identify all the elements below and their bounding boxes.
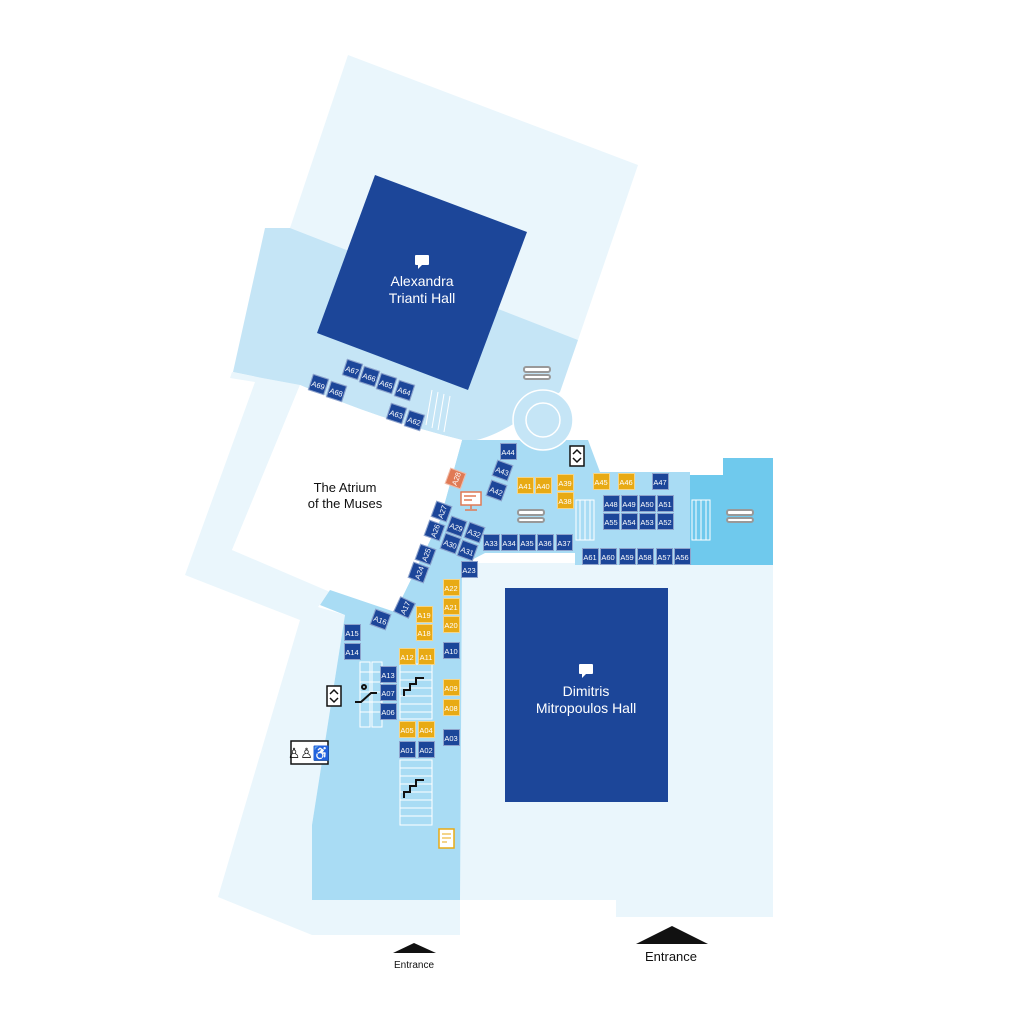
booth-a60[interactable]: A60 <box>599 547 617 565</box>
entrance-east-label[interactable]: Entrance <box>644 949 698 964</box>
booth-a39[interactable]: A39 <box>556 473 574 491</box>
booth-a36[interactable]: A36 <box>536 533 554 551</box>
alexandra-trianti-hall-block <box>317 175 527 390</box>
booth-a18[interactable]: A18 <box>415 623 433 641</box>
booth-a48[interactable]: A48 <box>602 494 620 512</box>
registration-icon <box>438 828 455 849</box>
entrance-arrow-west <box>393 943 436 953</box>
booth-a08[interactable]: A08 <box>442 698 460 716</box>
booth-a21[interactable]: A21 <box>442 597 460 615</box>
booth-a38[interactable]: A38 <box>556 491 574 509</box>
booth-a52[interactable]: A52 <box>656 512 674 530</box>
booth-a19[interactable]: A19 <box>415 605 433 623</box>
booth-a49[interactable]: A49 <box>620 494 638 512</box>
booth-a37[interactable]: A37 <box>555 533 573 551</box>
booth-a02[interactable]: A02 <box>417 740 435 758</box>
booth-a06[interactable]: A06 <box>379 702 397 720</box>
rotunda-inner <box>525 402 561 438</box>
booth-a47[interactable]: A47 <box>651 472 669 490</box>
alexandra-trianti-hall[interactable]: Alexandra Trianti Hall <box>389 273 455 307</box>
booth-a41[interactable]: A41 <box>516 476 534 494</box>
booth-a14[interactable]: A14 <box>343 642 361 660</box>
elevator-icon <box>326 445 585 707</box>
booth-a01[interactable]: A01 <box>398 740 416 758</box>
restaurant-icon <box>523 366 551 380</box>
restrooms-icon: ♙♙♿ <box>288 740 331 765</box>
booth-a53[interactable]: A53 <box>638 512 656 530</box>
booth-a51[interactable]: A51 <box>656 494 674 512</box>
booth-a03[interactable]: A03 <box>442 728 460 746</box>
hall-name-line: Dimitris <box>562 683 610 699</box>
hall-name-line: Trianti Hall <box>388 290 456 306</box>
entrance-west-label[interactable]: Entrance <box>393 960 435 971</box>
booth-a07[interactable]: A07 <box>379 683 397 701</box>
booth-a23[interactable]: A23 <box>460 560 478 578</box>
hall-name-line: Mitropoulos Hall <box>535 700 637 716</box>
speech-bubble-icon <box>415 255 593 678</box>
info-screen-icon <box>460 491 482 511</box>
entrance-arrow-east <box>636 926 708 944</box>
booth-a45[interactable]: A45 <box>592 472 610 490</box>
restaurant-icon <box>726 509 754 523</box>
booth-a55[interactable]: A55 <box>602 512 620 530</box>
booth-a13[interactable]: A13 <box>379 665 397 683</box>
booth-a58[interactable]: A58 <box>636 547 654 565</box>
booth-a54[interactable]: A54 <box>620 512 638 530</box>
booth-a20[interactable]: A20 <box>442 615 460 633</box>
booth-a50[interactable]: A50 <box>638 494 656 512</box>
atrium-line: of the Muses <box>307 496 383 511</box>
restaurant-icons <box>517 366 754 523</box>
atrium-label: The Atrium of the Muses <box>308 480 382 512</box>
booth-a05[interactable]: A05 <box>398 720 416 738</box>
north-outer-zone <box>290 55 638 340</box>
booth-a46[interactable]: A46 <box>617 472 635 490</box>
booth-a57[interactable]: A57 <box>655 547 673 565</box>
restaurant-icon <box>517 509 545 523</box>
booth-a09[interactable]: A09 <box>442 678 460 696</box>
booth-a35[interactable]: A35 <box>518 533 536 551</box>
hall-name-line: Alexandra <box>390 273 454 289</box>
booth-a40[interactable]: A40 <box>534 476 552 494</box>
atrium-line: The Atrium <box>313 480 377 495</box>
booth-a04[interactable]: A04 <box>417 720 435 738</box>
booth-a12[interactable]: A12 <box>398 647 416 665</box>
dimitris-mitropoulos-hall[interactable]: Dimitris Mitropoulos Hall <box>536 683 636 717</box>
booth-a59[interactable]: A59 <box>618 547 636 565</box>
booth-a15[interactable]: A15 <box>343 623 361 641</box>
booth-a34[interactable]: A34 <box>500 533 518 551</box>
booth-a56[interactable]: A56 <box>673 547 691 565</box>
atrium-area <box>232 385 462 612</box>
stairs-icon <box>403 677 424 798</box>
booth-a10[interactable]: A10 <box>442 641 460 659</box>
rotunda <box>512 389 574 451</box>
escalator-icon <box>355 684 377 703</box>
svg-text:♙♙♿: ♙♙♿ <box>288 745 331 762</box>
booth-a11[interactable]: A11 <box>417 647 435 665</box>
dimitris-mitropoulos-hall-block <box>505 588 668 802</box>
booth-a33[interactable]: A33 <box>482 533 500 551</box>
booth-a61[interactable]: A61 <box>581 547 599 565</box>
west-outer-zone <box>185 372 345 935</box>
booth-a44[interactable]: A44 <box>499 442 517 460</box>
booth-a22[interactable]: A22 <box>442 578 460 596</box>
